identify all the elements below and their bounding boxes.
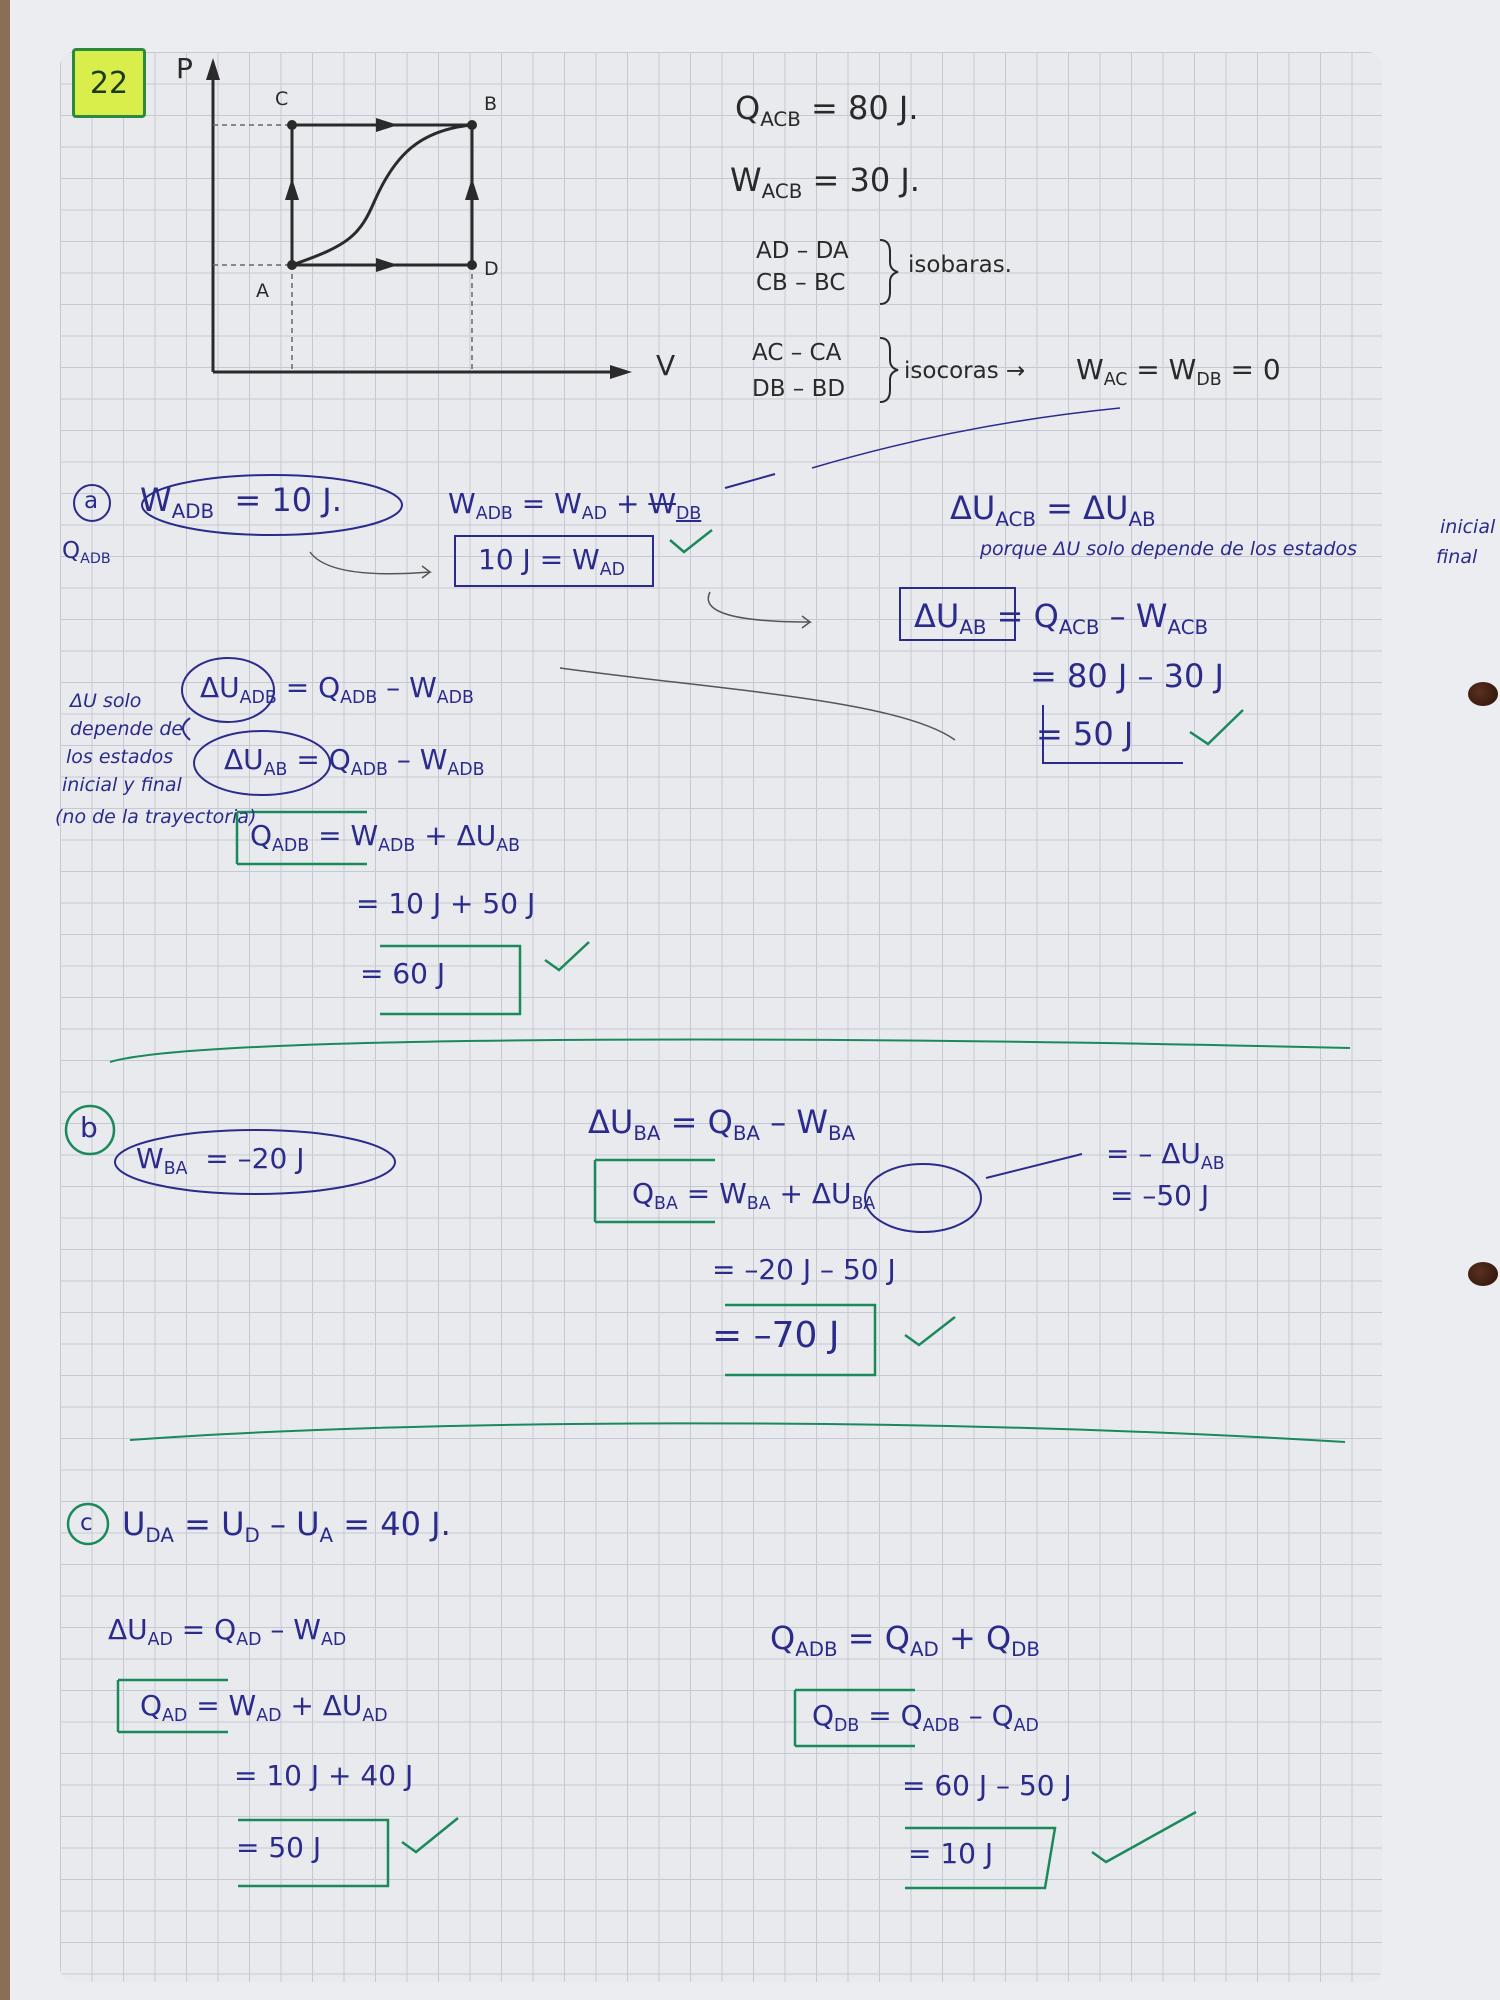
problem-number: 22 xyxy=(89,65,129,101)
isobaras-line2: CB – BC xyxy=(756,270,846,296)
isocoras-result: WAC = WDB = 0 xyxy=(1076,353,1281,391)
part-a-asked: QADB xyxy=(62,538,111,567)
part-b-side1: = – ΔUAB xyxy=(1106,1137,1225,1175)
part-a-note-4: inicial y final xyxy=(62,774,182,796)
arrow-right-cb xyxy=(376,118,398,132)
problem-number-badge: 22 xyxy=(72,48,146,118)
isobaras-label: isobaras. xyxy=(908,252,1012,278)
arrow-right-ad xyxy=(376,258,398,272)
part-c-label: c xyxy=(80,1510,93,1536)
part-a-inicial: inicial xyxy=(1440,516,1496,538)
part-a-note-3: los estados xyxy=(66,746,174,768)
point-b-label: B xyxy=(484,93,498,115)
part-a-eq4: ΔUAB = QADB – WADB xyxy=(224,743,485,781)
part-b-eq1: ΔUBA = QBA – WBA xyxy=(588,1103,856,1145)
part-a-eq5: QADB = WADB + ΔUAB xyxy=(250,819,521,857)
part-c-eq3: QADB = QAD + QDB xyxy=(770,1619,1041,1661)
part-c-eq4-result: = 10 J xyxy=(908,1837,994,1870)
part-a-eq3: ΔUADB = QADB – WADB xyxy=(200,671,474,709)
p-axis-arrow xyxy=(206,58,220,80)
isobaras-line1: AD – DA xyxy=(756,238,849,264)
part-a-du2-line2: = 80 J – 30 J xyxy=(1030,657,1224,695)
isocoras-line1: AC – CA xyxy=(752,340,842,366)
path-curve-ab xyxy=(291,123,473,267)
part-b-label: b xyxy=(80,1111,98,1144)
part-a-eq1: WADB = WAD + WDB xyxy=(448,487,702,525)
arrow-up-ac xyxy=(285,178,299,200)
point-c-label: C xyxy=(275,88,289,110)
part-c-eq2-line2: = 10 J + 40 J xyxy=(234,1759,414,1792)
part-c-eq1: ΔUAD = QAD – WAD xyxy=(108,1613,347,1651)
v-axis-label: V xyxy=(656,349,676,382)
part-b-line3: = –20 J – 50 J xyxy=(712,1253,896,1286)
part-b-eq2: QBA = WBA + ΔUBA xyxy=(632,1177,876,1215)
v-axis-arrow xyxy=(610,365,632,379)
punch-hole xyxy=(1468,1262,1498,1286)
given-w-acb: WACB = 30 J. xyxy=(730,161,920,203)
part-a-eq2: 10 J = WAD xyxy=(478,543,625,581)
part-a-du2-result: = 50 J xyxy=(1036,715,1134,753)
part-a-eq5-line2: = 10 J + 50 J xyxy=(356,887,536,920)
part-a-final: final xyxy=(1436,546,1478,568)
isocoras-line2: DB – BD xyxy=(752,376,846,402)
part-a-du1: ΔUACB = ΔUAB xyxy=(950,489,1156,531)
point-d-label: D xyxy=(484,258,499,280)
point-a-label: A xyxy=(256,280,269,302)
part-c-eq4-line2: = 60 J – 50 J xyxy=(902,1769,1072,1802)
grid-paper xyxy=(60,52,1382,1982)
arrow-up-db xyxy=(465,178,479,200)
part-b-given: WBA = –20 J xyxy=(136,1142,305,1180)
punch-hole xyxy=(1468,682,1498,706)
isocoras-label: isocoras → xyxy=(904,358,1026,384)
part-a-du2: ΔUAB = QACB – WACB xyxy=(914,597,1209,639)
p-axis-label: P xyxy=(176,52,193,85)
part-c-eq2: QAD = WAD + ΔUAD xyxy=(140,1689,388,1727)
part-c-given: UDA = UD – UA = 40 J. xyxy=(122,1505,451,1547)
given-q-acb: QACB = 80 J. xyxy=(735,89,919,131)
part-c-eq4: QDB = QADB – QAD xyxy=(812,1699,1039,1737)
part-a-eq5-result: = 60 J xyxy=(360,957,446,990)
part-a-note-5: (no de la trayectoria) xyxy=(55,806,257,828)
part-b-side2: = –50 J xyxy=(1110,1179,1210,1212)
part-a-note-2: depende de xyxy=(70,718,184,740)
part-c-eq2-result: = 50 J xyxy=(236,1831,322,1864)
part-a-note-1: ΔU solo xyxy=(70,690,142,712)
part-a-porque: porque ΔU solo depende de los estados xyxy=(980,538,1357,560)
part-a-given: WADB = 10 J. xyxy=(140,481,342,523)
part-a-label: a xyxy=(84,488,99,514)
part-b-result: = –70 J xyxy=(712,1315,840,1356)
